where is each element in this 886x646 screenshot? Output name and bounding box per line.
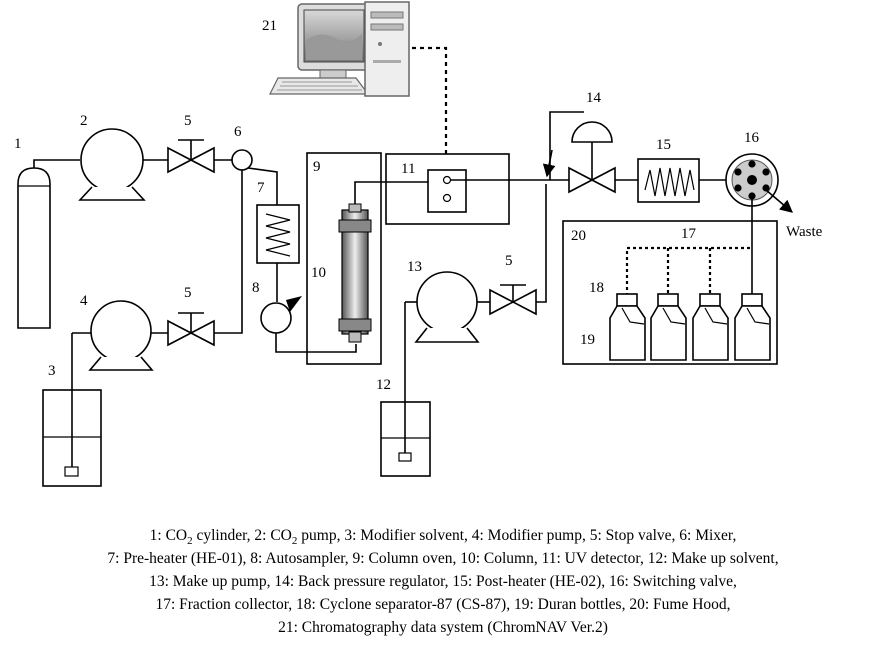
- stop-valve-co2: [167, 139, 215, 174]
- post-heater: [637, 158, 700, 203]
- pre-heater: [256, 204, 300, 264]
- label-2: 2: [80, 113, 88, 129]
- duran-bottle-2: [650, 293, 687, 361]
- label-7: 7: [257, 180, 265, 196]
- label-8: 8: [252, 280, 260, 296]
- line-cylinder-pump: [33, 159, 80, 168]
- caption-line-4: 17: Fraction collector, 18: Cyclone sepa…: [155, 596, 730, 613]
- uv-detector: [385, 153, 510, 225]
- label-12: 12: [376, 377, 391, 393]
- label-11: 11: [401, 161, 415, 177]
- column: [338, 203, 372, 343]
- label-14: 14: [586, 90, 602, 106]
- modifier-solvent: [42, 333, 102, 487]
- label-10: 10: [311, 265, 326, 281]
- label-16: 16: [744, 130, 760, 146]
- stop-valve-makeup: [489, 284, 537, 316]
- mixer: [231, 149, 253, 171]
- make-up-solvent: [380, 302, 431, 477]
- label-15: 15: [656, 137, 671, 153]
- caption-line-2: 7: Pre-heater (HE-01), 8: Autosampler, 9…: [107, 550, 778, 567]
- waste-outlet: [765, 189, 793, 213]
- data-link: [412, 46, 448, 154]
- co2-cylinder: [17, 167, 51, 329]
- label-18: 18: [589, 280, 604, 296]
- label-4: 4: [80, 293, 88, 309]
- label-6: 6: [234, 124, 242, 140]
- autosampler: [260, 296, 302, 334]
- back-pressure-regulator: [568, 121, 616, 194]
- fume-hood: [562, 220, 778, 365]
- co2-pump: [78, 128, 146, 201]
- label-19: 19: [580, 332, 595, 348]
- column-oven: [306, 152, 382, 365]
- figure-caption: 1: CO2 cylinder, 2: CO2 pump, 3: Modifie…: [107, 527, 778, 636]
- label-9: 9: [313, 159, 321, 175]
- switching-valve: [725, 153, 779, 207]
- label-13: 13: [407, 259, 422, 275]
- modifier-pump: [88, 300, 154, 371]
- computer-icon: [269, 1, 410, 97]
- duran-bottle-3: [692, 293, 729, 361]
- duran-bottle-1: [609, 293, 646, 361]
- make-up-pump: [414, 271, 480, 343]
- caption-line-1: 1: CO2 cylinder, 2: CO2 pump, 3: Modifie…: [150, 527, 737, 547]
- label-3: 3: [48, 363, 56, 379]
- stop-valve-modifier: [167, 312, 215, 347]
- label-20: 20: [571, 228, 586, 244]
- label-17: 17: [681, 226, 697, 242]
- fraction-collector-lines: [625, 246, 752, 296]
- label-21: 21: [262, 18, 277, 34]
- label-1: 1: [14, 136, 22, 152]
- caption-line-3: 13: Make up pump, 14: Back pressure regu…: [149, 573, 737, 590]
- duran-bottle-4: [734, 293, 771, 361]
- label-5c: 5: [505, 253, 513, 269]
- waste-label: Waste: [786, 224, 823, 240]
- label-5b: 5: [184, 285, 192, 301]
- label-5a: 5: [184, 113, 192, 129]
- caption-line-5: 21: Chromatography data system (ChromNAV…: [278, 619, 608, 636]
